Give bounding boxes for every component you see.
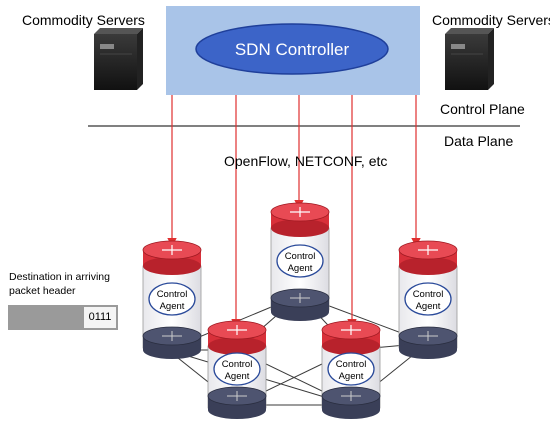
router-bottom-left-control-agent (213, 352, 261, 386)
packet-header: 0111 (8, 305, 118, 330)
control-agent-label-line1: Control (157, 289, 188, 300)
control-arrows (167, 95, 421, 329)
control-agent-label-line2: Agent (225, 371, 250, 382)
commodity-servers-right-label: Commodity Servers (432, 12, 550, 28)
sdn-controller-label: SDN Controller (235, 40, 350, 59)
control-agent-label-line2: Agent (339, 371, 364, 382)
router-top-control-agent (276, 244, 324, 278)
control-agent-label-line2: Agent (288, 263, 313, 274)
router-left-control-agent (148, 282, 196, 316)
control-agent-label-line1: Control (222, 359, 253, 370)
commodity-servers-left-label: Commodity Servers (22, 12, 145, 28)
sdn-controller-ellipse (195, 23, 389, 75)
router-bottom-right-control-agent (327, 352, 375, 386)
control-agent-label-line1: Control (413, 289, 444, 300)
router-right-control-agent (404, 282, 452, 316)
packet-destination-field: 0111 (84, 307, 116, 328)
destination-label: Destination in arriving packet header (9, 271, 110, 297)
control-agent-label-line2: Agent (416, 301, 441, 312)
control-plane-label: Control Plane (440, 101, 525, 117)
control-agent-label-line1: Control (336, 359, 367, 370)
server-icon-left (94, 28, 143, 90)
data-plane-label: Data Plane (444, 133, 514, 149)
control-agent-label-line2: Agent (160, 301, 185, 312)
control-agent-label-line1: Control (285, 251, 316, 262)
server-icon-right (445, 28, 494, 90)
protocols-label: OpenFlow, NETCONF, etc (224, 153, 388, 169)
